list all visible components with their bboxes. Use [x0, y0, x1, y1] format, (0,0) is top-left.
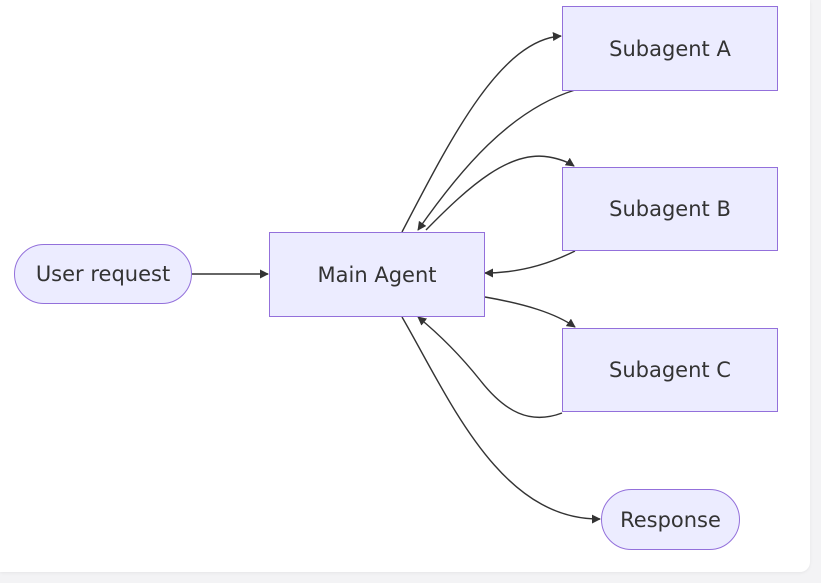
edge-main-agent-to-subagent-b — [425, 155, 575, 231]
edge-subagent-c-to-main-agent — [417, 316, 563, 419]
node-subagent-c-label: Subagent C — [609, 358, 731, 382]
edge-subagent-a-to-main-agent — [417, 89, 576, 231]
node-subagent-b[interactable]: Subagent B — [562, 167, 778, 251]
node-response[interactable]: Response — [601, 489, 740, 550]
node-main-agent-label: Main Agent — [317, 262, 437, 287]
edges-layer — [192, 32, 601, 524]
edge-main-agent-to-response — [401, 316, 601, 524]
node-main-agent[interactable]: Main Agent — [269, 232, 485, 317]
node-subagent-a-label: Subagent A — [609, 36, 731, 61]
node-user-request[interactable]: User request — [14, 244, 192, 304]
edge-subagent-b-to-main-agent — [484, 250, 576, 278]
node-subagent-c[interactable]: Subagent C — [562, 328, 778, 412]
node-subagent-a[interactable]: Subagent A — [562, 6, 778, 91]
node-response-label: Response — [620, 507, 721, 532]
node-user-request-label: User request — [35, 262, 171, 286]
edge-main-agent-to-subagent-c — [484, 296, 576, 328]
node-subagent-b-label: Subagent B — [609, 197, 731, 221]
edge-main-agent-to-subagent-a — [401, 32, 562, 233]
diagram-canvas: User request Main Agent Subagent A Subag… — [0, 0, 810, 572]
